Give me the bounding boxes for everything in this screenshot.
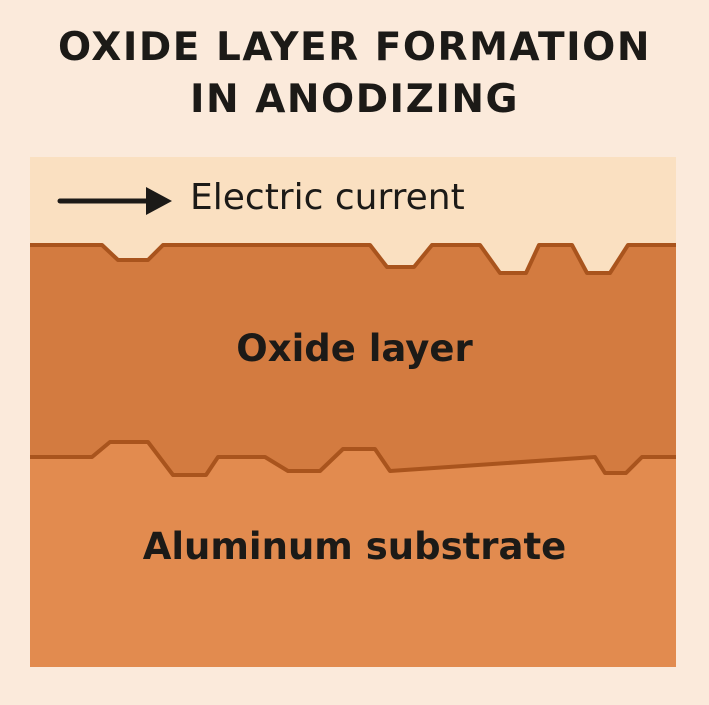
anodizing-diagram xyxy=(30,157,676,667)
oxide-substrate-boundary xyxy=(30,440,676,477)
cross-section-svg xyxy=(30,157,676,667)
aluminum-substrate-label: Aluminum substrate xyxy=(142,525,567,568)
arrow-right-icon xyxy=(57,187,172,215)
title-line-2: IN ANODIZING xyxy=(189,77,520,122)
electric-current-label: Electric current xyxy=(190,177,465,218)
title-line-1: OXIDE LAYER FORMATION xyxy=(58,25,651,70)
aluminum-substrate-region xyxy=(30,442,676,667)
diagram-title: OXIDE LAYER FORMATION IN ANODIZING xyxy=(0,22,709,126)
oxide-layer-region xyxy=(30,245,676,475)
oxide-layer-label: Oxide layer xyxy=(236,327,473,370)
electrolyte-oxide-boundary xyxy=(30,243,676,275)
